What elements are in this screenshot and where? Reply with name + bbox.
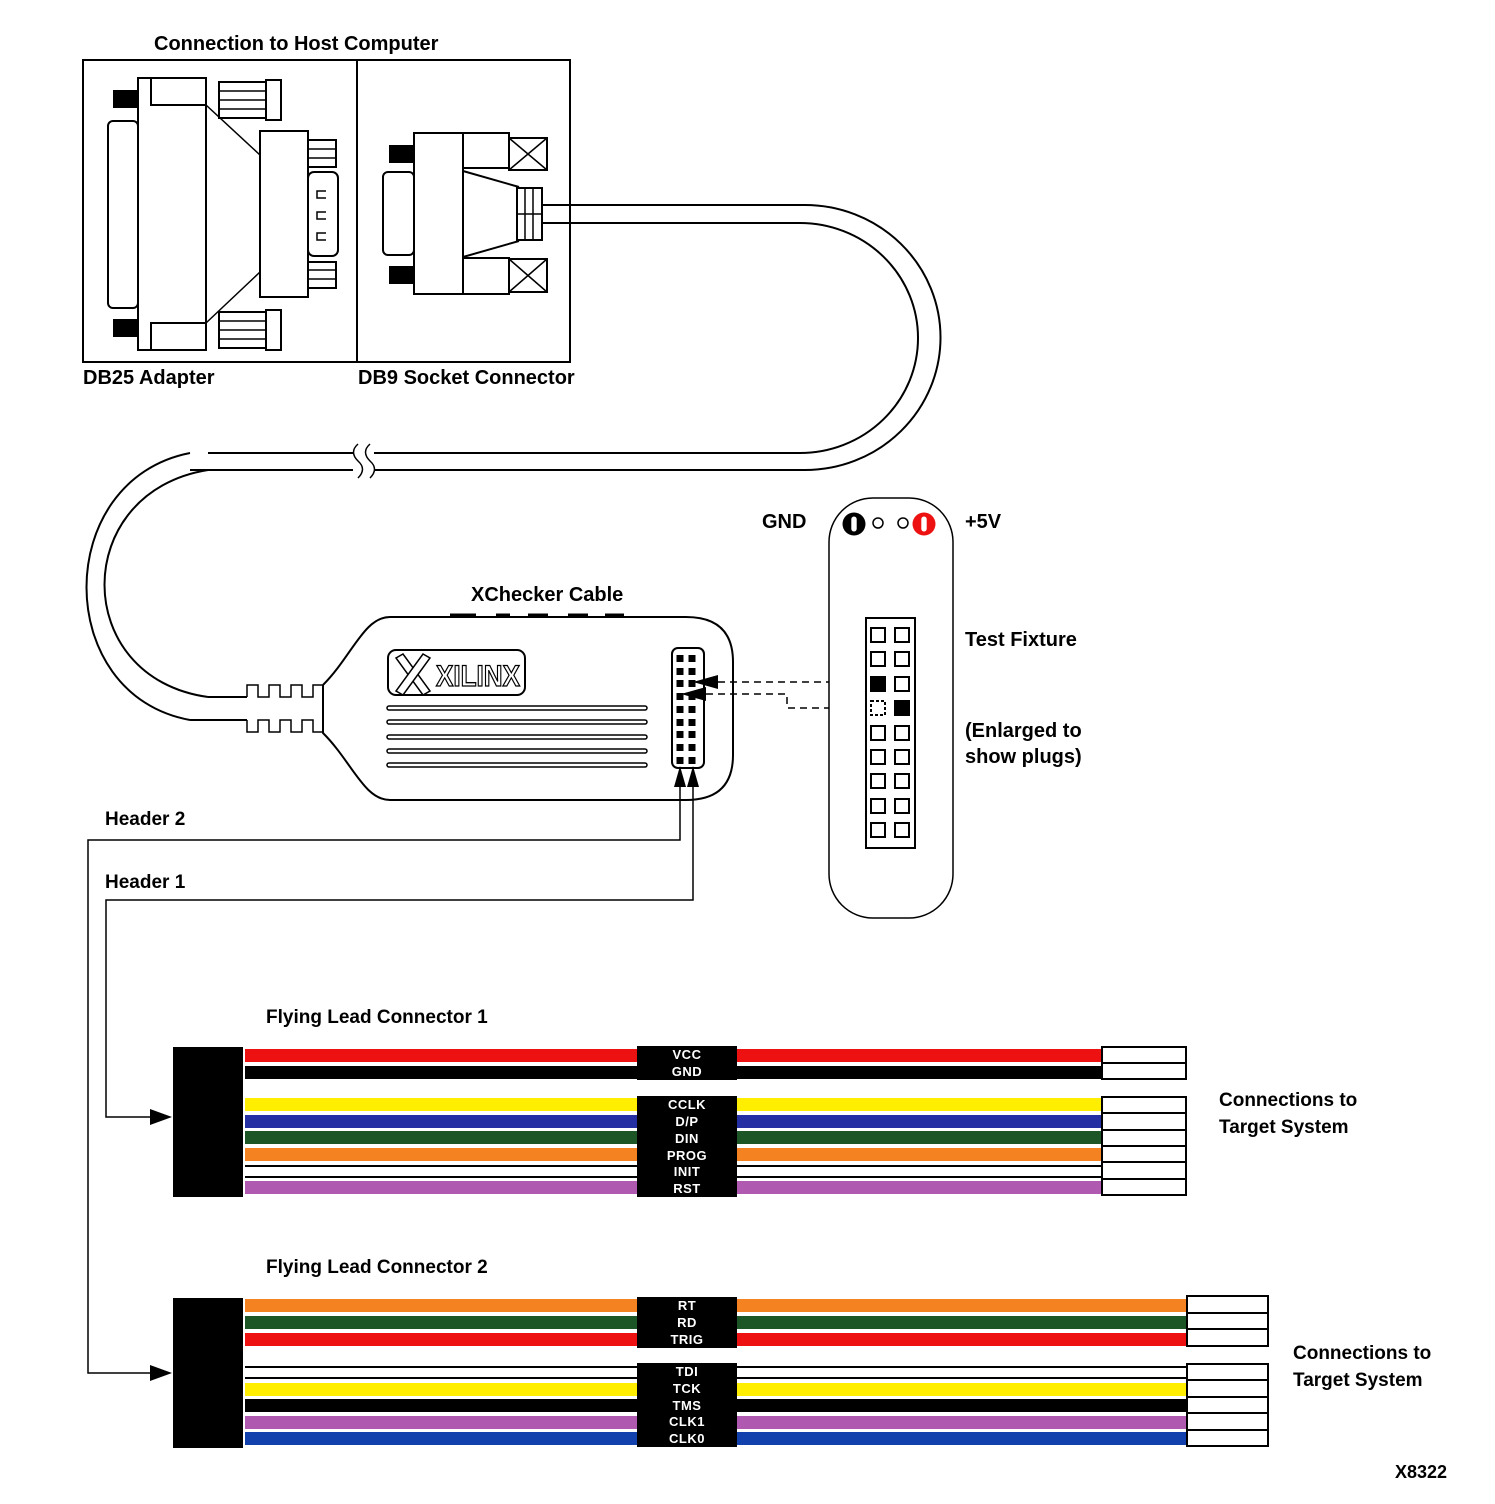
plus5v-label: +5V	[965, 511, 1002, 533]
xilinx-logo-text: XILINX	[436, 660, 520, 693]
target-connection-cell	[1103, 1180, 1185, 1194]
target-note-2-line2: Target System	[1293, 1370, 1423, 1391]
cable-path	[85, 204, 942, 733]
host-connection-title: Connection to Host Computer	[154, 33, 439, 55]
wire-label: VCC	[637, 1046, 737, 1063]
gnd-label: GND	[762, 511, 807, 533]
wire-label: CLK1	[637, 1413, 737, 1430]
flying-lead-body	[173, 1047, 243, 1197]
target-note-1-line1: Connections to	[1219, 1090, 1358, 1111]
target-connector	[1186, 1363, 1269, 1447]
flying-lead-1-title: Flying Lead Connector 1	[266, 1007, 488, 1028]
target-connection-cell	[1103, 1163, 1185, 1180]
wire-label: INIT	[637, 1163, 737, 1180]
wire-label: PROG	[637, 1147, 737, 1164]
flying-lead-2-title: Flying Lead Connector 2	[266, 1257, 488, 1278]
test-fixture-title: Test Fixture	[965, 629, 1077, 651]
enlarged-note: (Enlarged to show plugs)	[965, 718, 1082, 770]
figure-id: X8322	[1395, 1462, 1448, 1482]
wire-label: TMS	[637, 1397, 737, 1414]
wire-label: TRIG	[637, 1331, 737, 1348]
test-fixture-drawing	[828, 497, 954, 919]
xchecker-title: XChecker Cable	[471, 584, 624, 606]
target-connection-cell	[1103, 1048, 1185, 1064]
xchecker-body: XILINX	[322, 613, 734, 801]
wire-label: RD	[637, 1314, 737, 1331]
wire-label: GND	[637, 1063, 737, 1080]
db25-label: DB25 Adapter	[83, 367, 215, 389]
target-note-1-line2: Target System	[1219, 1117, 1349, 1138]
db9-label: DB9 Socket Connector	[358, 367, 575, 389]
plus5v-jack-icon	[912, 512, 936, 536]
target-connector	[1186, 1295, 1269, 1347]
db25-adapter-drawing	[107, 77, 339, 351]
target-note-2: Connections to Target System	[1293, 1340, 1431, 1394]
enlarged-note-line1: (Enlarged to	[965, 720, 1082, 742]
test-fixture-pins	[870, 627, 910, 838]
cable-ridges	[386, 705, 648, 768]
target-connection-cell	[1188, 1365, 1267, 1382]
wire-label: DIN	[637, 1130, 737, 1147]
target-note-2-line1: Connections to	[1293, 1343, 1432, 1364]
wire-label: RT	[637, 1297, 737, 1314]
db9-socket-drawing	[382, 132, 548, 295]
target-connection-cell	[1103, 1114, 1185, 1131]
target-connection-cell	[1103, 1098, 1185, 1115]
wire-label: CCLK	[637, 1096, 737, 1113]
target-connection-cell	[1188, 1414, 1267, 1431]
target-connection-cell	[1103, 1147, 1185, 1164]
wire-label: CLK0	[637, 1430, 737, 1447]
wire-label: TCK	[637, 1380, 737, 1397]
target-connection-cell	[1103, 1131, 1185, 1147]
gnd-jack-icon	[842, 512, 866, 536]
flying-lead-body	[173, 1298, 243, 1448]
target-connection-cell	[1188, 1398, 1267, 1415]
header1-label: Header 1	[105, 872, 186, 893]
target-connection-cell	[1188, 1330, 1267, 1345]
wire-label: D/P	[637, 1113, 737, 1130]
host-connection-boxes	[82, 59, 571, 363]
target-connector	[1101, 1046, 1187, 1080]
header-lines	[87, 766, 699, 1381]
target-connection-cell	[1188, 1314, 1267, 1331]
wire-label: TDI	[637, 1363, 737, 1380]
xchecker-header-pins	[676, 655, 696, 764]
target-connection-cell	[1188, 1381, 1267, 1398]
xilinx-logo-icon	[394, 653, 432, 696]
target-connection-cell	[1103, 1064, 1185, 1078]
target-connector	[1101, 1096, 1187, 1196]
target-connection-cell	[1188, 1297, 1267, 1314]
wire-label: RST	[637, 1180, 737, 1197]
enlarged-note-line2: show plugs)	[965, 746, 1082, 768]
target-note-1: Connections to Target System	[1219, 1087, 1357, 1141]
header2-label: Header 2	[105, 809, 186, 830]
target-connection-cell	[1188, 1431, 1267, 1445]
